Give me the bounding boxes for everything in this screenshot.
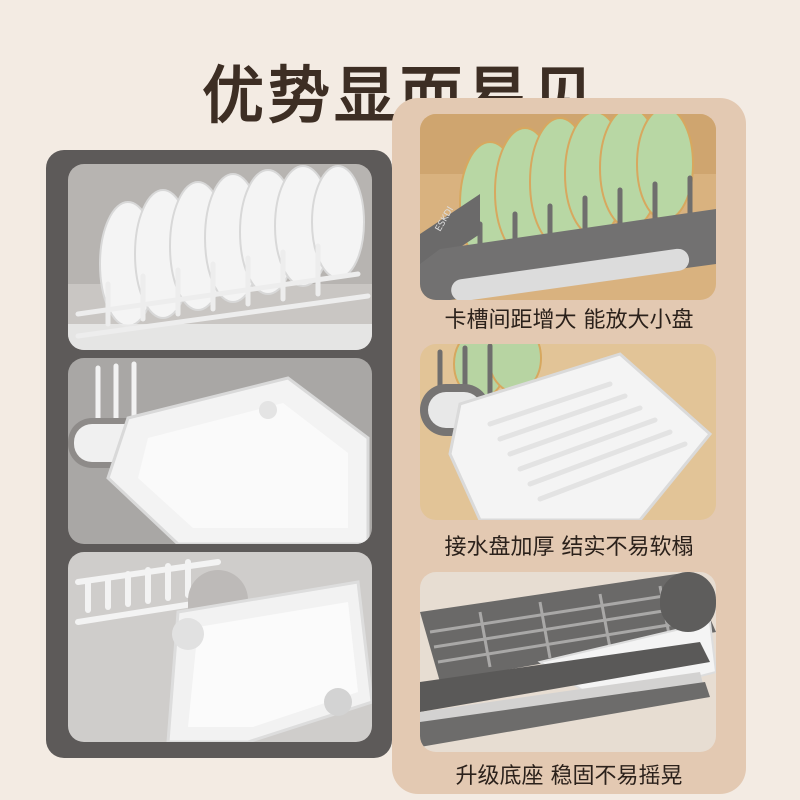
comparison-panel-other (46, 150, 392, 758)
caption-stable-base: 升级底座 稳固不易摇晃 (455, 764, 683, 789)
photo-featured-drip-tray (420, 344, 716, 520)
caption-thicker-tray: 接水盘加厚 结实不易软榻 (444, 535, 694, 560)
photo-other-rack-plates (68, 164, 372, 350)
photo-other-drip-tray (68, 358, 372, 544)
photo-featured-rack-green-plates: ESKDI (420, 114, 716, 300)
photo-other-rack-base (68, 552, 372, 742)
comparison-panel-featured: ESKDI (392, 98, 746, 794)
photo-featured-rack-base (420, 572, 716, 752)
caption-wider-slots: 卡槽间距增大 能放大小盘 (444, 308, 694, 333)
